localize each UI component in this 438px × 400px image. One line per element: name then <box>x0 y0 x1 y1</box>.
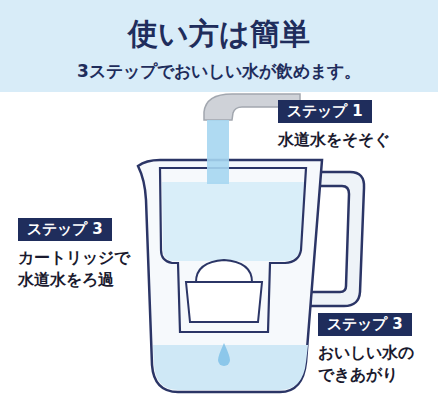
step-badge: ステップ 3 <box>318 313 412 336</box>
step-badge: ステップ 3 <box>18 218 112 241</box>
pitcher-body <box>138 160 322 392</box>
reservoir-water <box>162 182 304 261</box>
filtered-water <box>153 345 308 390</box>
water-drop <box>218 343 230 366</box>
step-callout: ステップ 3 カートリッジで 水道水をろ過 <box>18 218 130 291</box>
water-stream <box>207 120 229 184</box>
step-text: カートリッジで 水道水をろ過 <box>18 247 130 291</box>
step-text: おいしい水の できあがり <box>318 342 414 386</box>
step-callout: ステップ 1 水道水をそそぐ <box>278 100 390 151</box>
title: 使い方は簡単 <box>0 14 438 55</box>
reservoir <box>160 168 306 332</box>
step-callout: ステップ 3 おいしい水の できあがり <box>318 313 414 386</box>
cartridge <box>186 282 262 322</box>
step-text: 水道水をそそぐ <box>278 129 390 151</box>
subtitle: 3ステップでおいしい水が飲めます。 <box>0 60 438 83</box>
cartridge-cap <box>196 260 252 282</box>
step-badge: ステップ 1 <box>278 100 372 123</box>
